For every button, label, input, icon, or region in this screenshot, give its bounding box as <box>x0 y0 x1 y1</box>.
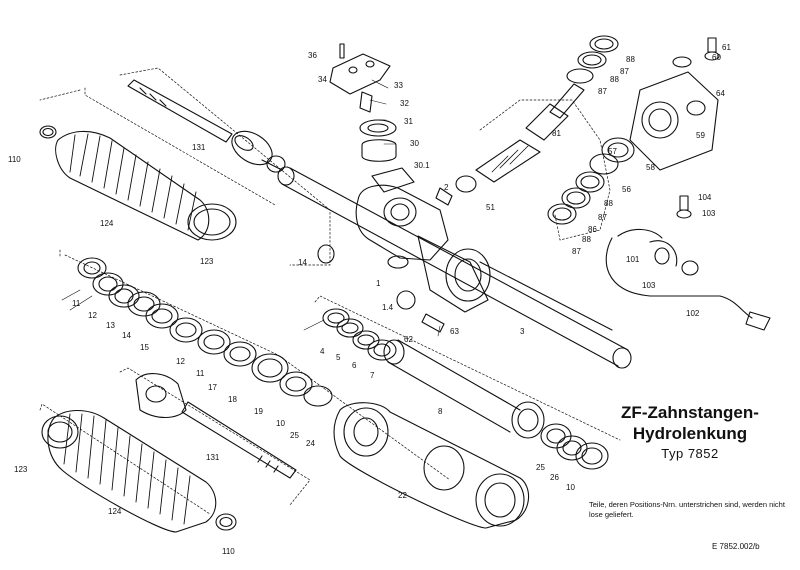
tie-rod-lower <box>135 373 297 479</box>
callout-34: 34 <box>318 75 327 84</box>
callout-32: 32 <box>400 99 409 108</box>
bellows-upper <box>39 125 237 241</box>
bellows-lower <box>41 409 237 533</box>
callout-57: 57 <box>608 147 617 156</box>
callout-15: 15 <box>140 343 149 352</box>
cylinder-tube <box>383 339 609 470</box>
callout-31: 31 <box>404 117 413 126</box>
leader-lines <box>61 79 441 337</box>
callout-60: 60 <box>712 53 721 62</box>
callout-11-b: 11 <box>196 369 205 378</box>
callout-124-upper: 124 <box>100 219 114 228</box>
callout-88-a: 88 <box>626 55 635 64</box>
callout-12-b: 12 <box>176 357 185 366</box>
rack-tube-lower <box>333 402 530 529</box>
seal-rings-lower <box>77 257 333 407</box>
callout-63: 63 <box>450 327 459 336</box>
tie-rod-upper <box>127 79 286 173</box>
callout-6: 6 <box>352 361 357 370</box>
callout-10-a: 10 <box>276 419 285 428</box>
callout-88-d: 88 <box>582 235 591 244</box>
callout-33: 33 <box>394 81 403 90</box>
callout-4: 4 <box>320 347 325 356</box>
callout-12-a: 12 <box>88 311 97 320</box>
callout-8: 8 <box>438 407 443 416</box>
callout-19: 19 <box>254 407 263 416</box>
callout-25-a: 25 <box>290 431 299 440</box>
valve-housing <box>317 175 613 333</box>
callout-1-4: 1.4 <box>382 303 394 312</box>
callout-7: 7 <box>370 371 375 380</box>
callout-87-b: 87 <box>598 87 607 96</box>
title-block: ZF-Zahnstangen- Hydrolenkung Typ 7852 <box>590 402 790 464</box>
callout-24: 24 <box>306 439 315 448</box>
callout-10-b: 10 <box>566 483 575 492</box>
callout-103-b: 103 <box>642 281 656 290</box>
callout-64: 64 <box>716 89 725 98</box>
callout-87-a: 87 <box>620 67 629 76</box>
callout-87-d: 87 <box>572 247 581 256</box>
cover-stack <box>329 43 415 193</box>
callout-36: 36 <box>308 51 317 60</box>
control-valve-housing <box>547 37 720 225</box>
document-reference: E 7852.002/b <box>712 542 760 551</box>
callout-25-b: 25 <box>536 463 545 472</box>
diagram-title-line2: Hydrolenkung <box>632 424 748 443</box>
callout-22: 22 <box>398 491 407 500</box>
callout-110-lower: 110 <box>222 547 235 556</box>
callout-2: 2 <box>444 183 449 192</box>
callout-17: 17 <box>208 383 217 392</box>
callout-14-b: 14 <box>122 331 131 340</box>
callout-61: 61 <box>722 43 731 52</box>
callout-1: 1 <box>376 279 381 288</box>
callout-59: 59 <box>696 131 705 140</box>
callout-11-a: 11 <box>72 299 81 308</box>
diagram-type-label: Typ 7852 <box>661 446 719 461</box>
callout-30: 30 <box>410 139 419 148</box>
callout-62: 62 <box>404 335 413 344</box>
callout-81: 81 <box>552 129 561 138</box>
callout-30-1: 30.1 <box>414 161 430 170</box>
callout-87-c: 87 <box>598 213 607 222</box>
callout-88-b: 88 <box>610 75 619 84</box>
callout-104: 104 <box>698 193 712 202</box>
callout-56: 56 <box>622 185 631 194</box>
callout-14-top: 14 <box>298 258 307 267</box>
rack-housing-tube <box>277 166 632 369</box>
callout-51: 51 <box>486 203 495 212</box>
parts-note: Teile, deren Positions-Nrn. unterstriche… <box>589 500 785 519</box>
assembly-frames <box>39 67 621 515</box>
callout-124-lower: 124 <box>108 507 122 516</box>
pinion-shaft <box>475 35 619 183</box>
callout-110-upper: 110 <box>8 155 21 164</box>
callout-131-upper: 131 <box>192 143 206 152</box>
callout-18: 18 <box>228 395 237 404</box>
callout-131-lower: 131 <box>206 453 220 462</box>
callout-26: 26 <box>550 473 559 482</box>
diagram-title-line1: ZF-Zahnstangen- <box>621 403 759 422</box>
callout-86: 86 <box>588 225 597 234</box>
callout-101: 101 <box>626 255 640 264</box>
callout-123-lower: 123 <box>14 465 28 474</box>
callout-123-upper: 123 <box>200 257 214 266</box>
pressure-line <box>605 195 771 331</box>
callout-labels: 36 34 33 32 31 30 30.1 131 110 124 123 2… <box>8 43 731 556</box>
callout-58: 58 <box>646 163 655 172</box>
callout-102: 102 <box>686 309 700 318</box>
callout-3: 3 <box>520 327 525 336</box>
callout-5: 5 <box>336 353 341 362</box>
callout-13: 13 <box>106 321 115 330</box>
callout-103-a: 103 <box>702 209 716 218</box>
seal-rings-middle <box>322 308 397 361</box>
callout-88-c: 88 <box>604 199 613 208</box>
